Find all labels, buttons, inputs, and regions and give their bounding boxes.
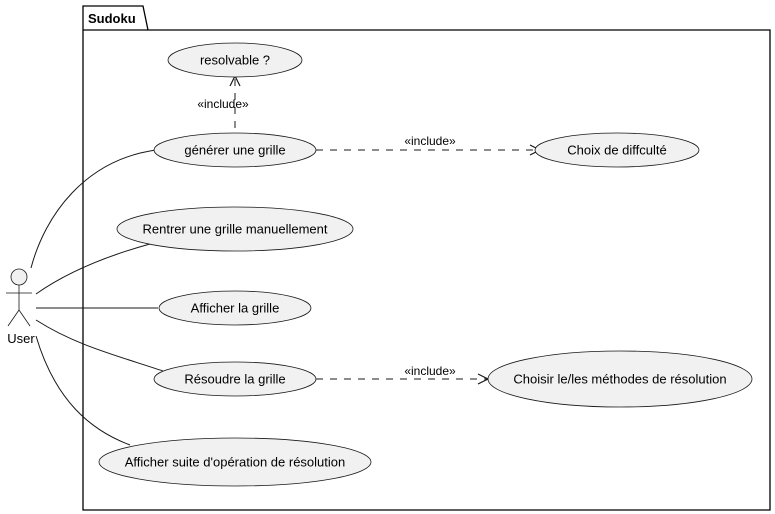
actor-user[interactable]: User (6, 268, 35, 346)
use-case-label: Afficher suite d'opération de résolution (125, 455, 346, 470)
package-frame (82, 5, 771, 511)
use-case-label: générer une grille (184, 143, 285, 158)
use-case-choix-difficulte[interactable]: Choix de diffculté (534, 132, 700, 168)
use-case-ellipse[interactable] (534, 132, 700, 168)
include-label-difficulte: «include» (404, 134, 456, 148)
association-rentrer (35, 243, 151, 295)
actor-right-leg (18, 309, 31, 327)
use-case-ellipse[interactable] (487, 350, 753, 408)
use-case-ellipse[interactable] (116, 206, 354, 252)
use-case-label: Résoudre la grille (184, 372, 285, 387)
association-generer (30, 149, 157, 269)
use-case-resoudre-grille[interactable]: Résoudre la grille (153, 361, 317, 397)
use-case-label: Choisir le/les méthodes de résolution (513, 372, 726, 387)
include-label-resolvable: «include» (197, 97, 249, 111)
use-case-label: Rentrer une grille manuellement (143, 222, 328, 237)
use-case-choisir-methodes[interactable]: Choisir le/les méthodes de résolution (487, 350, 753, 408)
use-case-generer-grille[interactable]: générer une grille (153, 132, 317, 168)
use-case-afficher-suite[interactable]: Afficher suite d'opération de résolution (98, 437, 372, 487)
sudoku-package: Sudoku (82, 5, 771, 511)
actor-label: User (7, 331, 35, 346)
use-case-rentrer-grille[interactable]: Rentrer une grille manuellement (116, 206, 354, 252)
use-case-label: Choix de diffculté (567, 143, 667, 158)
use-case-ellipse[interactable] (98, 437, 372, 487)
actor-head (10, 268, 28, 286)
use-case-ellipse[interactable] (167, 42, 303, 78)
use-case-afficher-grille[interactable]: Afficher la grille (158, 290, 312, 326)
use-case-label: Afficher la grille (191, 301, 280, 316)
use-case-ellipse[interactable] (158, 290, 312, 326)
package-title: Sudoku (88, 11, 136, 26)
use-case-resolvable[interactable]: resolvable ? (167, 42, 303, 78)
use-case-label: resolvable ? (200, 53, 270, 68)
use-case-ellipse[interactable] (153, 132, 317, 168)
associations (30, 149, 164, 446)
use-case-ellipse[interactable] (153, 361, 317, 397)
association-resoudre (35, 319, 164, 372)
actor-left-leg (7, 309, 20, 327)
association-afficher-suite (35, 335, 131, 446)
include-label-methodes: «include» (404, 364, 456, 378)
